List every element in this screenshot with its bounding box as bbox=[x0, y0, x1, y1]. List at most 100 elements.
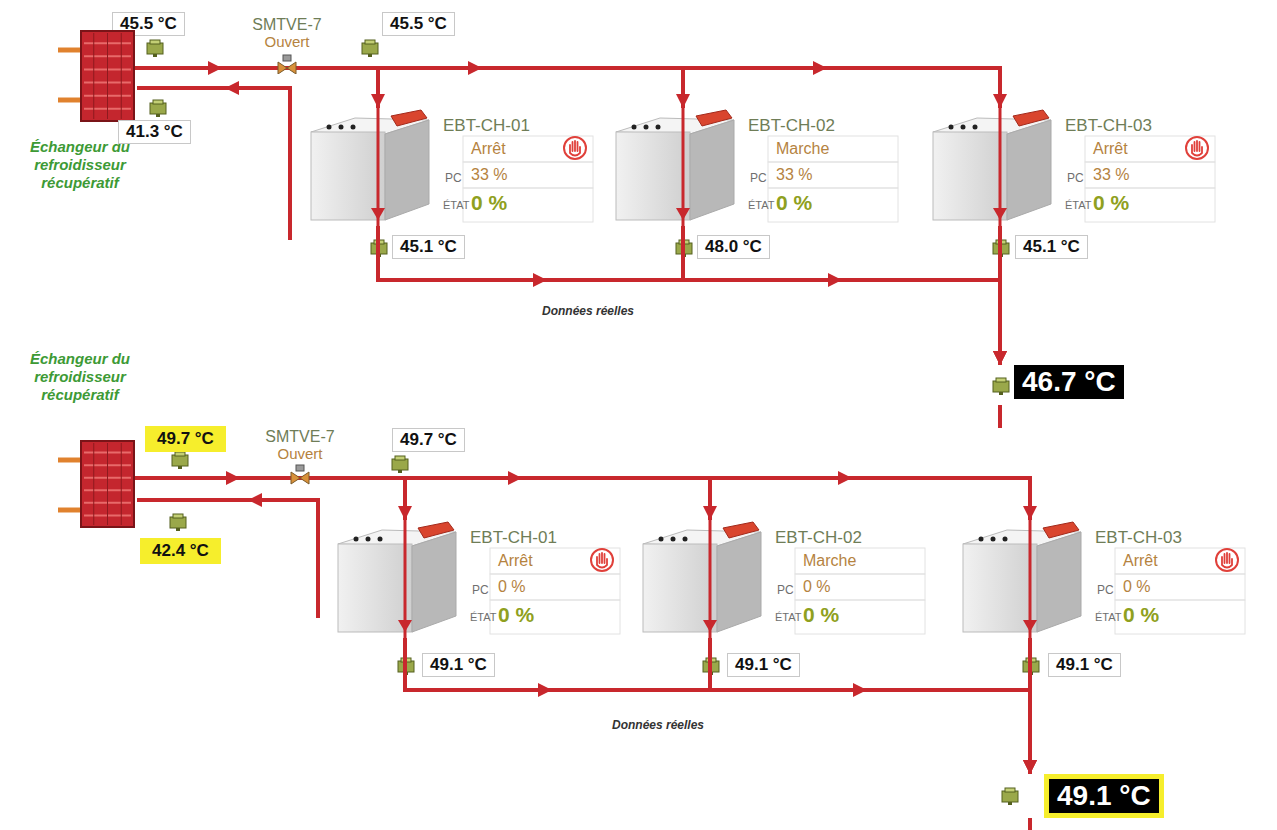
sensor-body bbox=[150, 103, 166, 114]
sensor-body bbox=[362, 43, 378, 54]
exchanger-bolt bbox=[121, 443, 122, 525]
sensor-leg bbox=[398, 470, 402, 473]
field-label: PC bbox=[472, 583, 489, 597]
flow-arrow bbox=[371, 208, 385, 220]
stop-ring bbox=[1186, 137, 1208, 159]
exchanger-drawing bbox=[80, 440, 135, 528]
boiler-name: EBT-CH-02 bbox=[748, 116, 835, 136]
state-value: 0 % bbox=[1123, 603, 1159, 627]
sensor-leg bbox=[153, 54, 157, 57]
temperature-value: 45.5 °C bbox=[390, 14, 447, 33]
exchanger-label: Échangeur du refroidisseur récupératif bbox=[0, 350, 160, 404]
field-label: ÉTAT bbox=[775, 611, 801, 623]
control-dot bbox=[339, 125, 344, 130]
pipe-connector bbox=[998, 226, 1002, 365]
run-status: Marche bbox=[803, 552, 856, 570]
common-temperature: 46.7 °C bbox=[990, 365, 1124, 399]
field-label: PC bbox=[777, 583, 794, 597]
boiler-side bbox=[1037, 532, 1081, 632]
stop-hand-icon bbox=[1216, 549, 1238, 571]
valve-status: SMTVE-7Ouvert bbox=[240, 428, 360, 486]
exchanger-body bbox=[81, 441, 134, 527]
temperature-value: 49.1 °C bbox=[1044, 774, 1164, 818]
flow-arrow bbox=[398, 620, 412, 632]
valve-state: Ouvert bbox=[275, 446, 324, 462]
pipe bbox=[58, 508, 80, 513]
sensor-leg bbox=[999, 392, 1003, 395]
run-status: Marche bbox=[776, 140, 829, 158]
sensor-head bbox=[150, 40, 160, 44]
sensor-leg bbox=[1008, 802, 1012, 805]
heat-exchanger: Échangeur du refroidisseur récupératif bbox=[80, 30, 135, 122]
field-label: ÉTAT bbox=[1065, 199, 1091, 211]
temperature-sensor bbox=[993, 378, 1009, 395]
valve-body bbox=[291, 472, 309, 484]
control-dot bbox=[961, 125, 966, 130]
sensor-head bbox=[395, 456, 405, 460]
pipe-connector bbox=[360, 478, 1030, 520]
temperature-readout: 49.1 °C bbox=[422, 653, 495, 677]
pipe-connector bbox=[360, 478, 405, 520]
control-dot bbox=[659, 537, 664, 542]
temperature-value: 49.1 °C bbox=[1056, 655, 1113, 674]
status-cell bbox=[1115, 574, 1245, 600]
run-status: Arrêt bbox=[471, 140, 506, 158]
field-label: PC bbox=[1067, 171, 1084, 185]
temperature-sensor bbox=[362, 40, 378, 57]
exchanger-bolt bbox=[107, 443, 108, 525]
field-value: 0 % bbox=[803, 578, 831, 596]
flow-arrow bbox=[248, 493, 262, 507]
sensor-body bbox=[1002, 791, 1018, 802]
field-label: ÉTAT bbox=[748, 199, 774, 211]
control-dot bbox=[327, 125, 332, 130]
status-cell bbox=[490, 600, 620, 634]
flow-arrow bbox=[676, 208, 690, 220]
control-dot bbox=[979, 537, 984, 542]
boiler-side bbox=[690, 120, 734, 220]
pipe-connector bbox=[360, 478, 710, 520]
boiler-unit: EBT-CH-02MarchePC0 %ÉTAT0 % bbox=[635, 520, 927, 638]
burner bbox=[1013, 110, 1049, 126]
boiler-side bbox=[717, 532, 761, 632]
heat-exchanger: Échangeur du refroidisseur récupératif bbox=[80, 440, 135, 528]
temperature-sensor bbox=[172, 452, 188, 469]
valve-tag: SMTVE-7 bbox=[263, 428, 336, 446]
temperature-value: 49.7 °C bbox=[157, 429, 214, 448]
pipe-connector bbox=[1028, 638, 1032, 774]
boiler-side bbox=[385, 120, 429, 220]
exchanger-label: Échangeur du refroidisseur récupératif bbox=[0, 138, 160, 192]
control-dot bbox=[949, 125, 954, 130]
common-temperature: 49.1 °C bbox=[1020, 774, 1164, 818]
pipe-connector bbox=[405, 638, 1030, 774]
status-cell bbox=[490, 574, 620, 600]
pipe-connector bbox=[683, 226, 1000, 365]
valve-actuator bbox=[283, 55, 291, 61]
burner bbox=[1043, 522, 1079, 538]
temperature-value: 42.4 °C bbox=[152, 541, 209, 560]
flow-arrow bbox=[225, 81, 239, 95]
pipe bbox=[1028, 818, 1032, 830]
sensor-body bbox=[147, 43, 163, 54]
hand-glyph bbox=[597, 553, 607, 568]
burner bbox=[696, 110, 732, 126]
boiler-name: EBT-CH-01 bbox=[443, 116, 530, 136]
status-cell bbox=[795, 548, 925, 574]
sensor-leg bbox=[156, 114, 160, 117]
boiler-side bbox=[1007, 120, 1051, 220]
temperature-value: 46.7 °C bbox=[1014, 365, 1124, 399]
pipe bbox=[58, 48, 80, 53]
boiler-front bbox=[933, 132, 1007, 220]
run-status: Arrêt bbox=[1093, 140, 1128, 158]
pipe bbox=[137, 88, 290, 240]
status-cell bbox=[795, 574, 925, 600]
temperature-readout: 41.3 °C bbox=[118, 120, 191, 144]
flow-arrow bbox=[703, 620, 717, 632]
field-label: ÉTAT bbox=[443, 199, 469, 211]
control-dot bbox=[671, 537, 676, 542]
exchanger-bolt bbox=[93, 443, 94, 525]
pipe-connector bbox=[352, 68, 1000, 108]
sensor-head bbox=[1005, 788, 1015, 792]
sensor-body bbox=[392, 459, 408, 470]
boiler-front bbox=[311, 132, 385, 220]
